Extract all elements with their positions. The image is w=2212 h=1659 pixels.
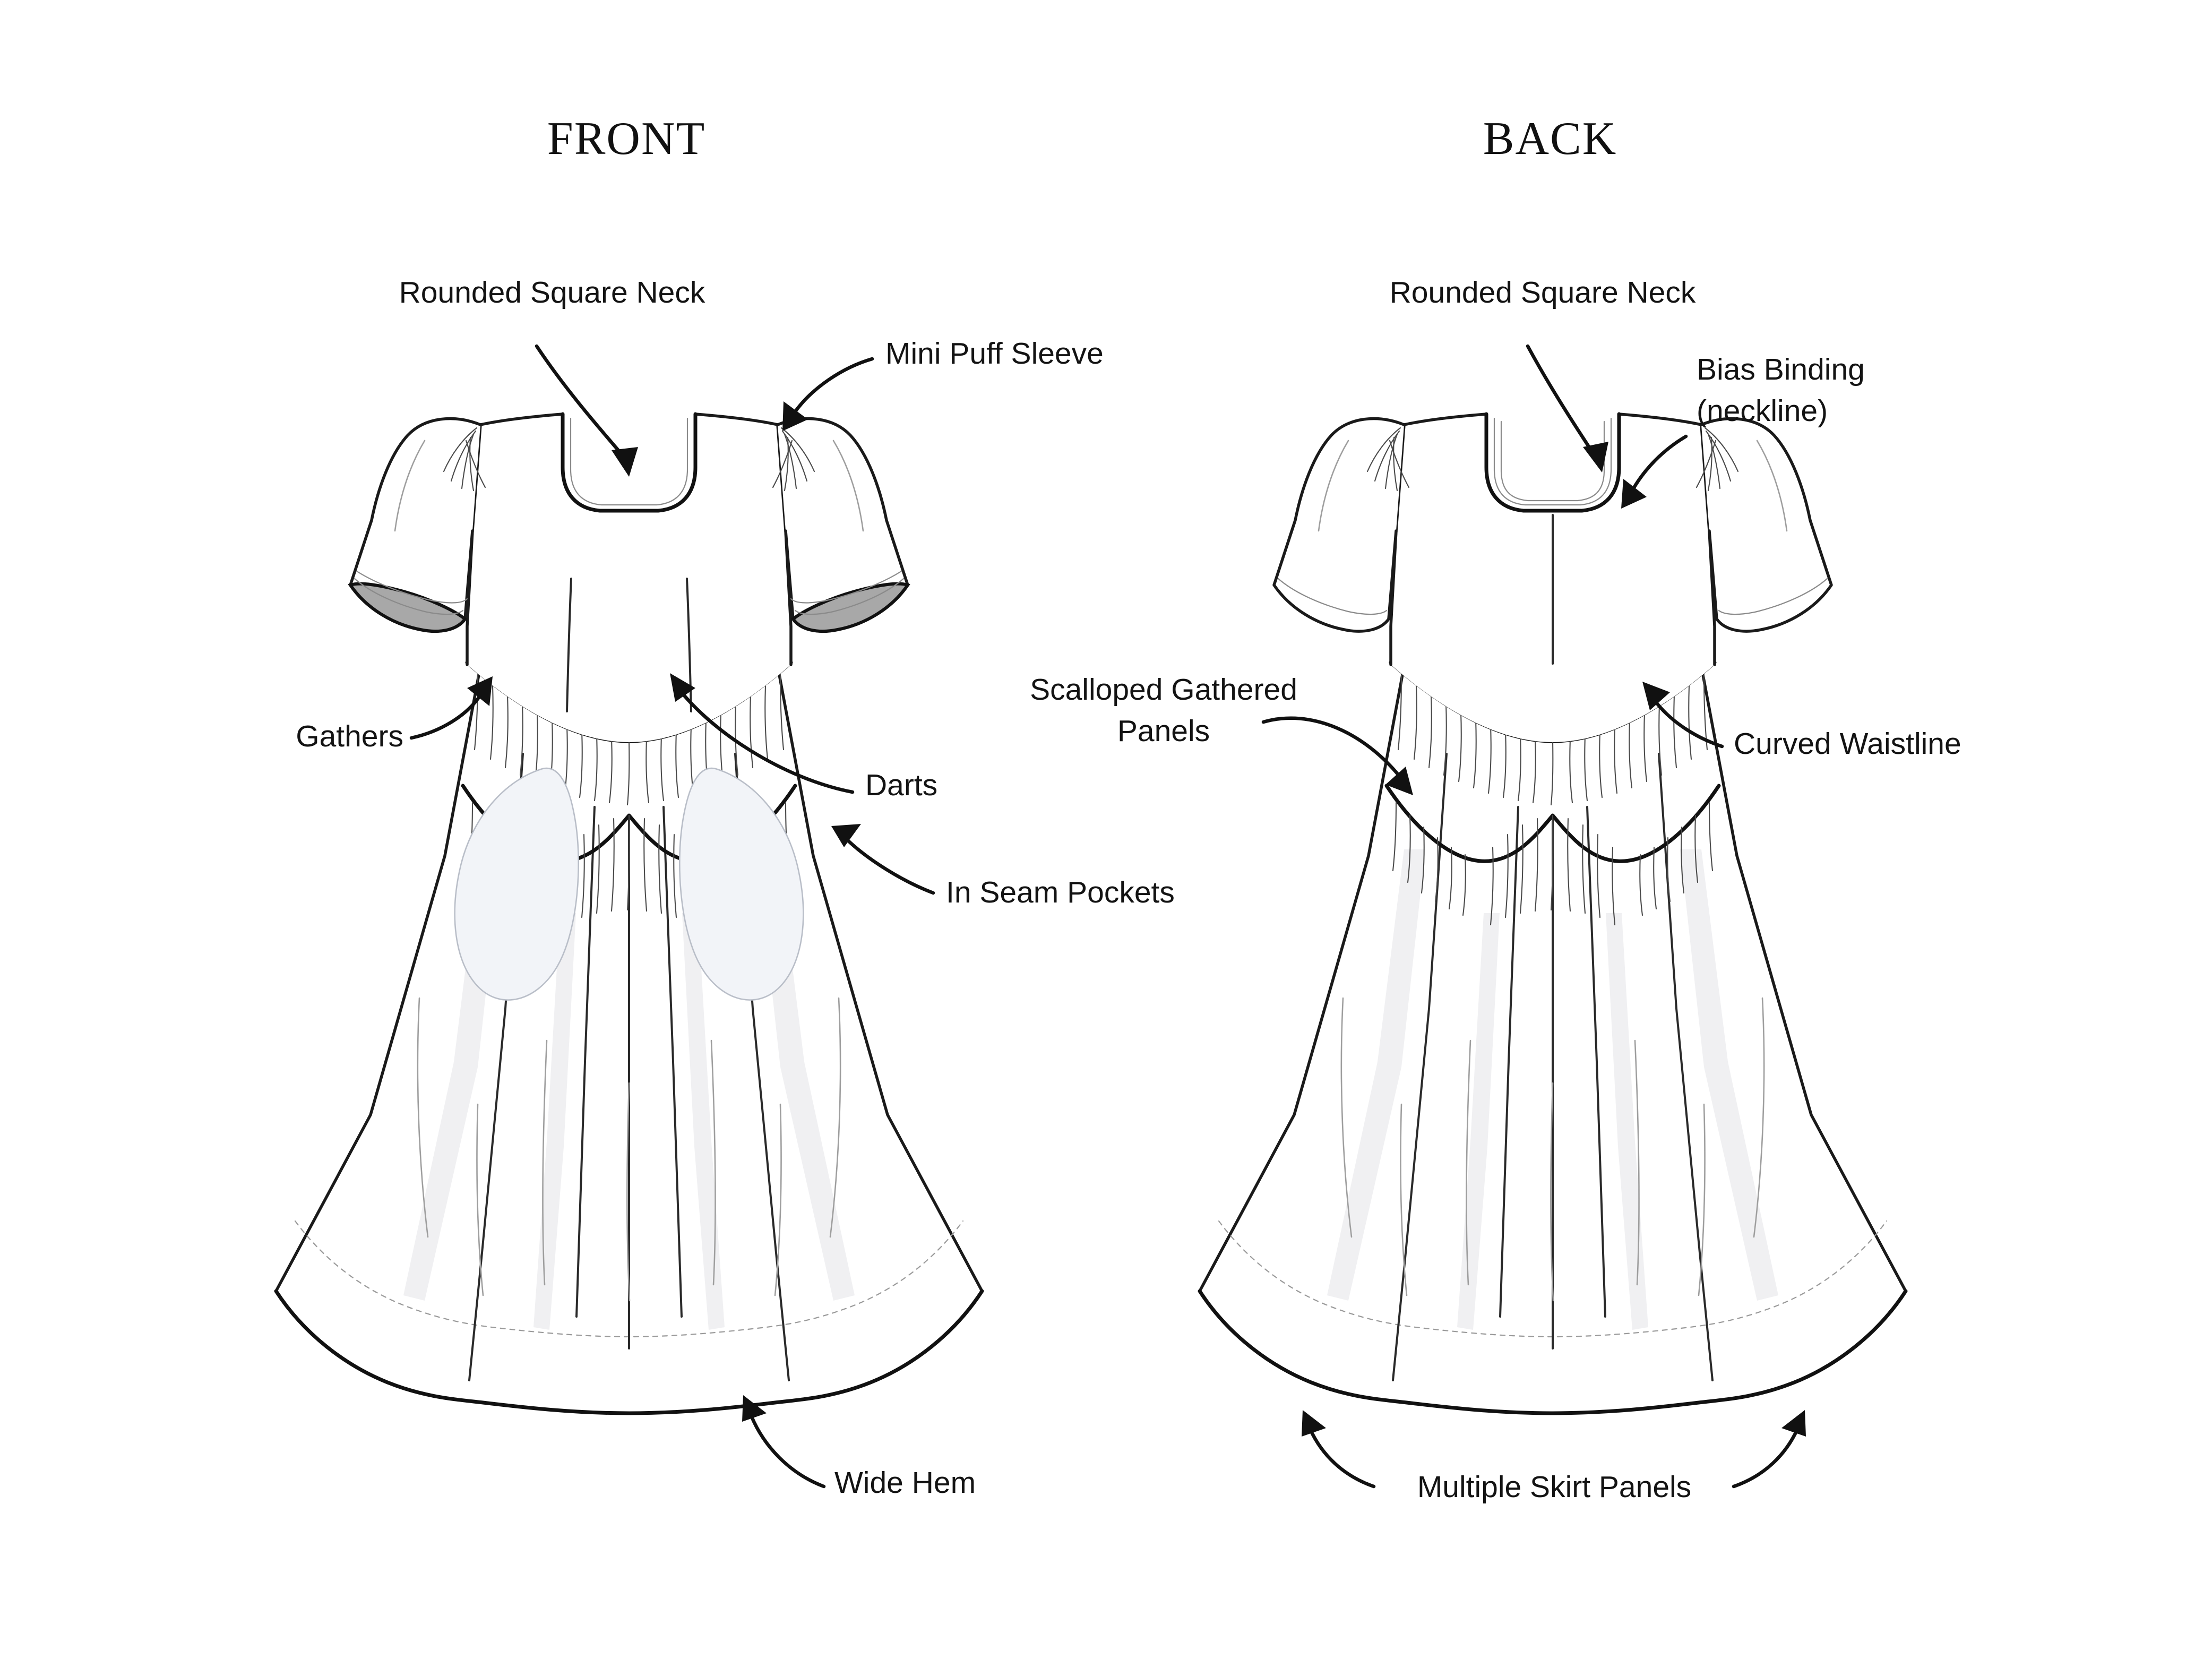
sleeve-opening-left	[348, 582, 468, 633]
arrow-multiple-skirt-panels-left	[1302, 1410, 1326, 1437]
arrow-curved-waistline	[1642, 682, 1670, 710]
leader-rounded-square-neck-back	[1526, 344, 1595, 454]
back-skirt	[1198, 660, 1908, 1419]
leader-mini-puff-sleeve	[792, 357, 874, 415]
front-sleeve-left-cap-gathers	[443, 427, 486, 492]
back-lower-right-gathers	[1639, 802, 1714, 916]
back-sleeve-right-cap-gathers	[1695, 427, 1739, 492]
leader-bias-binding	[1631, 434, 1688, 492]
sleeve-opening-right	[790, 582, 910, 633]
callout-scalloped-gathered-panels: Scalloped Gathered	[1030, 673, 1297, 707]
leader-multiple-skirt-panels-right	[1732, 1427, 1800, 1489]
leader-rounded-square-neck	[535, 344, 626, 459]
bias-binding-line-outer	[1493, 417, 1612, 506]
back-lower-left-gathers	[1392, 802, 1466, 916]
back-lower-center-gathers	[1490, 814, 1616, 926]
leader-in-seam-pockets	[845, 838, 935, 895]
back-sleeve-left	[1272, 417, 1410, 633]
front-skirt	[274, 660, 984, 1419]
callout-in-seam-pockets: In Seam Pockets	[946, 875, 1175, 909]
callout-darts: Darts	[865, 768, 937, 802]
back-leaders	[1261, 344, 1806, 1489]
arrow-wide-hem	[742, 1395, 767, 1422]
arrow-gathers	[467, 676, 493, 706]
back-view-group	[1198, 344, 1908, 1489]
callout-gathers: Gathers	[296, 719, 403, 753]
back-upper-gathers	[1397, 674, 1708, 806]
back-view-title: BACK	[1483, 113, 1617, 165]
callout-multiple-skirt-panels: Multiple Skirt Panels	[1417, 1470, 1691, 1504]
leader-gathers	[409, 692, 483, 740]
pocket-left	[454, 767, 580, 1001]
back-sleeve-right	[1695, 417, 1833, 633]
leader-curved-waistline	[1652, 698, 1724, 749]
arrow-rounded-square-neck-back	[1583, 442, 1608, 472]
arrow-multiple-skirt-panels-right	[1781, 1410, 1806, 1437]
leader-darts	[678, 689, 855, 794]
front-sleeve-right-cap-gathers	[772, 427, 815, 492]
front-leaders	[409, 344, 935, 1489]
callout-rounded-square-neck-back: Rounded Square Neck	[1390, 276, 1696, 310]
leader-multiple-skirt-panels-left	[1308, 1427, 1376, 1489]
bias-binding-line-inner	[1500, 420, 1605, 502]
arrow-bias-binding	[1621, 479, 1647, 509]
callout-mini-puff-sleeve: Mini Puff Sleeve	[885, 337, 1104, 371]
callout-rounded-square-neck: Rounded Square Neck	[399, 276, 705, 310]
callout-curved-waistline: Curved Waistline	[1734, 727, 1961, 761]
arrow-mini-puff-sleeve	[782, 401, 808, 431]
front-view-group	[274, 344, 984, 1489]
leader-wide-hem	[748, 1412, 826, 1489]
front-view-title: FRONT	[547, 113, 706, 165]
front-upper-gathers	[474, 674, 785, 806]
arrow-darts	[670, 673, 695, 702]
arrow-rounded-square-neck	[612, 447, 638, 477]
callout-bias-binding-sub: (neckline)	[1697, 394, 1828, 428]
callout-wide-hem: Wide Hem	[834, 1466, 976, 1500]
callout-scalloped-gathered-panels-2: Panels	[1117, 714, 1210, 748]
pocket-right	[678, 767, 804, 1001]
callout-bias-binding: Bias Binding	[1697, 353, 1865, 386]
arrow-scalloped-gathered-panels	[1385, 767, 1413, 795]
front-sleeve-right	[772, 417, 910, 633]
front-sleeve-left	[348, 417, 486, 633]
arrow-in-seam-pockets	[831, 824, 861, 847]
back-sleeve-left-cap-gathers	[1366, 427, 1410, 492]
leader-scalloped-gathered-panels	[1261, 716, 1402, 779]
